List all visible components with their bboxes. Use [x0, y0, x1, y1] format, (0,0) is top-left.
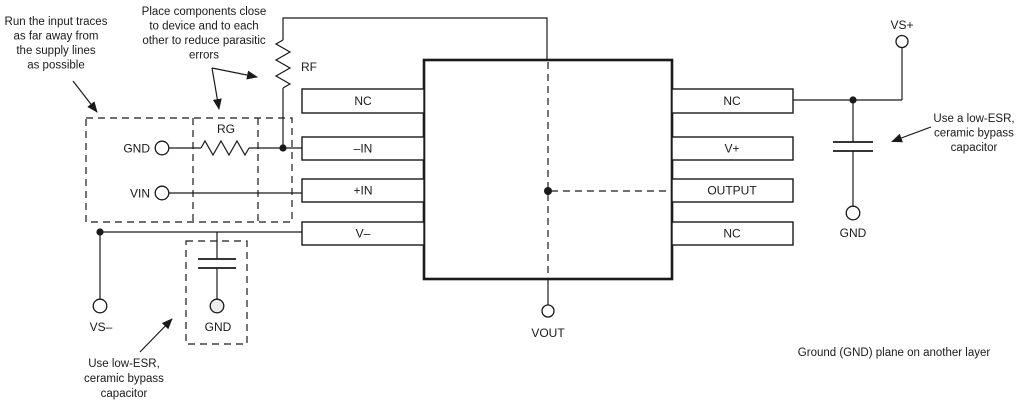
vin-terminal	[154, 185, 170, 201]
vs-minus-label: VS–	[90, 320, 113, 334]
annotation-line: ceramic bypass	[934, 128, 1014, 140]
ic-center-node	[544, 187, 552, 195]
pin-box-inverting-input	[301, 136, 425, 161]
vs-minus-terminal	[92, 298, 108, 314]
resistor-rf	[274, 39, 292, 89]
pin-box-output	[671, 178, 794, 203]
annotation-line: Use a low-ESR,	[933, 113, 1014, 125]
pin-box-nc-top-right	[671, 88, 794, 114]
annotation-bypass-right: Use a low-ESR, ceramic bypass capacitor	[891, 113, 1015, 154]
annotation-bypass-left: Use low-ESR, ceramic bypass capacitor	[84, 318, 173, 400]
pin-label-output: OUTPUT	[707, 184, 757, 198]
pin-label-nc-bottom-right: NC	[723, 227, 741, 241]
vin-label: VIN	[130, 187, 150, 201]
vout-terminal	[541, 304, 555, 318]
rg-label: RG	[217, 122, 235, 136]
place-components-arrow-rg	[211, 67, 222, 110]
rf-label: RF	[301, 60, 317, 74]
annotation-line: Run the input traces	[5, 16, 108, 28]
annotation-run-input-traces: Run the input traces as far away from th…	[5, 16, 108, 113]
v-minus-rail-junction	[96, 228, 104, 236]
pin-label-v-plus: V+	[724, 142, 739, 156]
vs-plus-label: VS+	[890, 18, 913, 32]
gnd-input-label: GND	[123, 142, 150, 156]
supply-rail-junction	[849, 96, 857, 104]
annotation-line: ceramic bypass	[84, 373, 164, 385]
bypass-left-arrow	[139, 318, 173, 353]
gnd-left-cap-terminal	[209, 298, 225, 314]
input-cutout-region	[85, 117, 293, 223]
pin-box-nc-left	[301, 88, 425, 114]
pin-label-noninverting-input: +IN	[353, 184, 372, 198]
pin-box-nc-bottom-right	[671, 221, 794, 246]
annotation-place-components: Place components close to device and to …	[142, 6, 267, 110]
pin-box-v-plus	[671, 136, 794, 161]
annotation-line: errors	[189, 50, 219, 62]
pin-label-v-minus: V–	[356, 227, 371, 241]
ic-body	[422, 58, 674, 281]
annotation-line: as far away from	[14, 31, 99, 43]
annotation-line: Place components close	[142, 6, 267, 18]
annotation-line: capacitor	[101, 388, 148, 400]
run-input-traces-arrow	[72, 80, 98, 113]
vout-label: VOUT	[531, 326, 565, 340]
annotation-line: Use low-ESR,	[88, 358, 160, 370]
place-components-arrow-rf	[211, 67, 258, 80]
gnd-left-cap-label: GND	[205, 320, 232, 334]
annotation-line: to device and to each	[149, 21, 258, 33]
pin-box-v-minus	[301, 221, 425, 246]
pin-label-nc-top-right: NC	[723, 94, 741, 108]
annotation-line: capacitor	[951, 142, 998, 154]
resistor-rg	[200, 139, 250, 157]
annotation-line: other to reduce parasitic	[142, 35, 266, 47]
gnd-right-cap-label: GND	[840, 226, 867, 240]
pin-label-nc-left: NC	[354, 94, 372, 108]
vs-plus-terminal	[895, 34, 909, 49]
gnd-input-terminal	[154, 140, 170, 156]
pin-label-inverting-input: –IN	[354, 142, 373, 156]
annotation-line: as possible	[27, 60, 85, 72]
feedback-trace	[282, 17, 548, 60]
bypass-right-arrow	[891, 126, 932, 143]
ground-plane-note: Ground (GND) plane on another layer	[798, 347, 991, 359]
inverting-node-junction	[279, 144, 287, 152]
annotation-line: the supply lines	[16, 45, 96, 57]
gnd-right-cap-terminal	[845, 205, 861, 221]
pin-box-noninverting-input	[301, 178, 425, 203]
